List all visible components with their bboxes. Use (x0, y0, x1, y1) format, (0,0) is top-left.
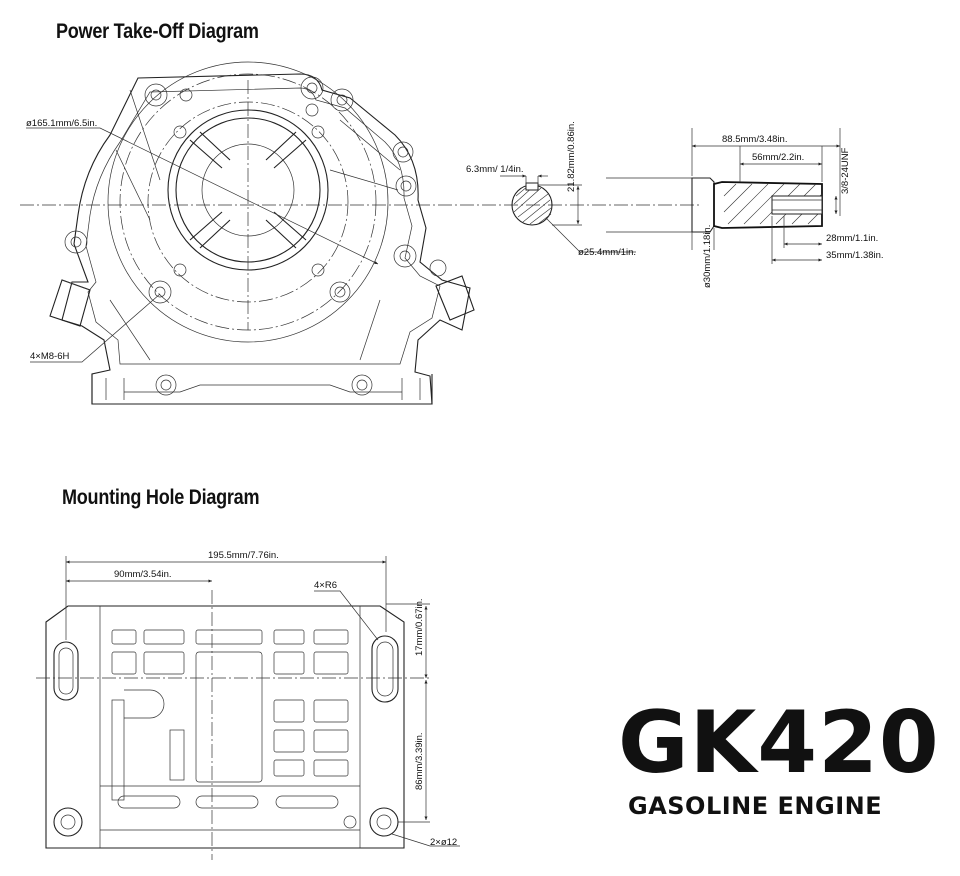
bolt-spec-label: 4×M8-6H (30, 351, 69, 362)
pto-diagram-title: Power Take-Off Diagram (56, 20, 259, 43)
bore-depth-label: 35mm/1.38in. (826, 250, 884, 261)
total-width-label: 195.5mm/7.76in. (208, 550, 279, 561)
engine-front-view: ø165.1mm/6.5in. 4×M8-6H (20, 61, 700, 405)
hole-diameter-label: 2×ø12 (430, 837, 457, 848)
thread-spec-label: 3/8-24UNF (840, 147, 851, 194)
model-name: GK420 (618, 693, 940, 793)
shaft-diameter-label: ø25.4mm/1in. (578, 247, 636, 258)
top-offset-label: 17mm/0.67in. (414, 598, 425, 656)
shaft-segment-label: 56mm/2.2in. (752, 152, 804, 163)
mounting-diagram-title: Mounting Hole Diagram (62, 486, 260, 509)
slot-radius-label: 4×R6 (314, 580, 337, 591)
shaft-length-label: 88.5mm/3.48in. (722, 134, 787, 145)
shaft-cross-section: 6.3mm/ 1/4in. 21.82mm/0.86in. ø25.4mm/1i… (466, 121, 636, 258)
key-width-label: 6.3mm/ 1/4in. (466, 164, 524, 175)
shoulder-diameter-label: ø30mm/1.18in. (702, 225, 713, 288)
half-width-label: 90mm/3.54in. (114, 569, 172, 580)
thread-depth-label: 28mm/1.1in. (826, 233, 878, 244)
key-height-label: 21.82mm/0.86in. (566, 121, 577, 192)
flange-diameter-label: ø165.1mm/6.5in. (26, 118, 97, 129)
shaft-side-view: 88.5mm/3.48in. 56mm/2.2in. 3/8-24UNF 28m… (606, 128, 884, 288)
hole-spacing-label: 86mm/3.39in. (414, 732, 425, 790)
mounting-base-plan: 195.5mm/7.76in. 90mm/3.54in. 4×R6 17mm/0… (36, 550, 460, 860)
engine-type: GASOLINE ENGINE (628, 792, 883, 820)
